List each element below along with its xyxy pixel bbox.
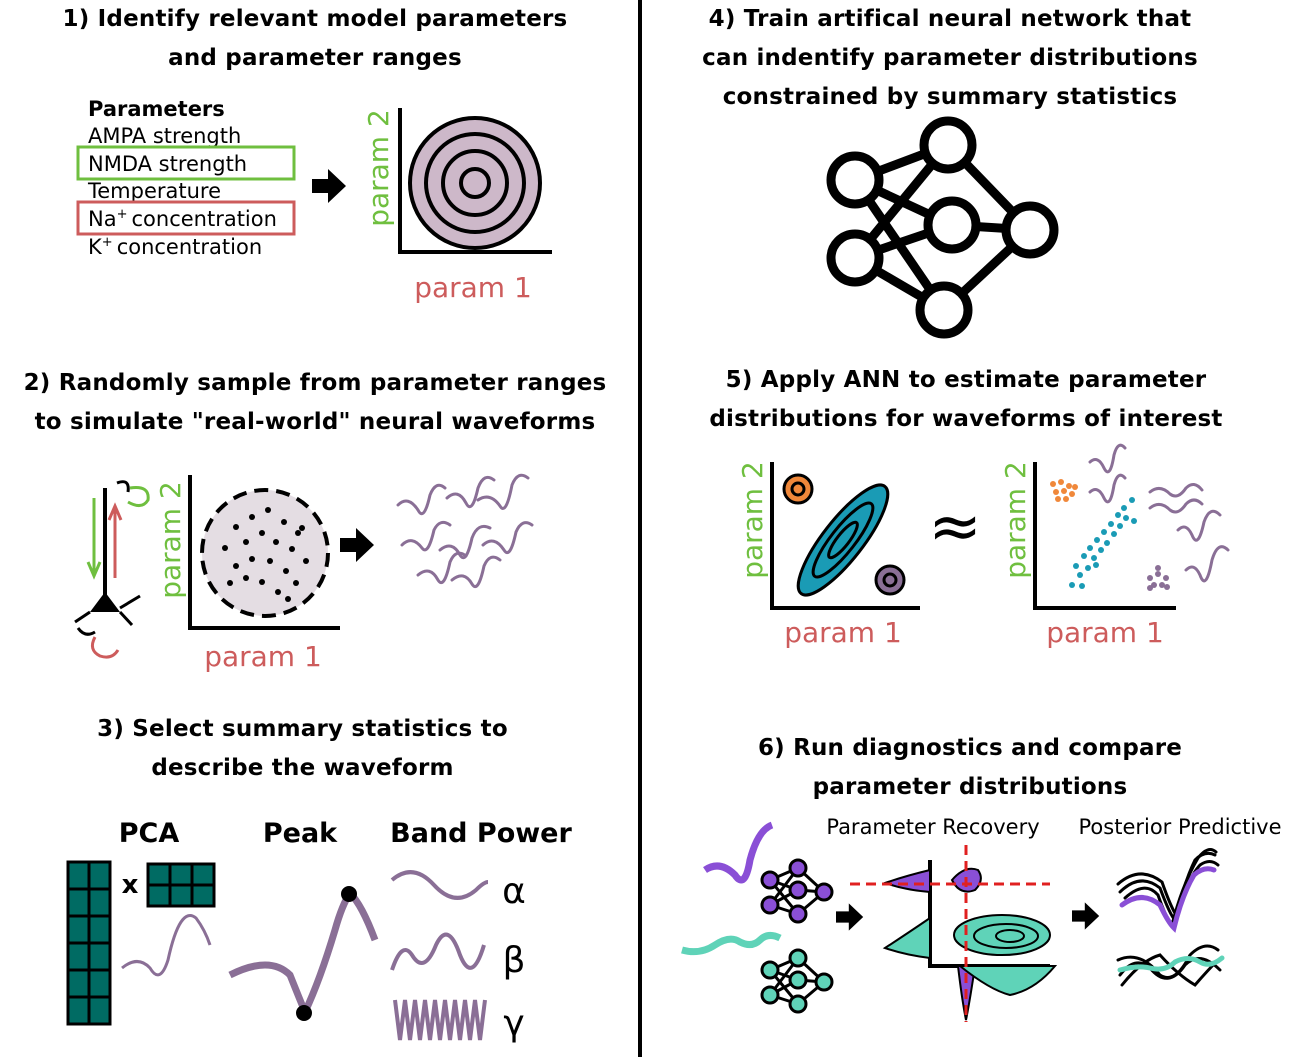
param-na: Na+concentration: [88, 207, 277, 231]
parameter-recovery-plot: [850, 845, 1058, 1022]
prior-region: [200, 488, 330, 618]
x-axis-label: param 1: [204, 640, 322, 673]
mini-network-purple: [760, 858, 834, 924]
contour-ring: [459, 167, 491, 199]
x-axis-label: param 1: [1046, 616, 1164, 649]
orange-samples: [1050, 479, 1078, 502]
neural-network-icon: [826, 116, 1059, 339]
mini-network-teal: [760, 948, 834, 1014]
purple-waveform: [703, 821, 774, 884]
teal-samples: [1069, 497, 1137, 589]
x-axis-label: param 1: [414, 271, 532, 304]
band-waves: [390, 870, 489, 1041]
y-axis-label: param 2: [362, 109, 395, 227]
pca-label: PCA: [119, 818, 180, 849]
sample-points: [222, 507, 309, 602]
parameter-recovery-label: Parameter Recovery: [826, 815, 1039, 839]
posterior-predictive-plot: [1116, 848, 1225, 987]
step2-heading: 2) Randomly sample from parameter ranges…: [23, 370, 607, 435]
y-axis-label: param 2: [999, 461, 1032, 579]
contour-ring: [408, 116, 542, 250]
contour-ring: [441, 149, 509, 217]
param-k: K+concentration: [88, 235, 262, 259]
parameters-heading: Parameters: [88, 97, 225, 121]
posterior-plot: param 1 param 2: [736, 461, 920, 649]
multiply-sign: x: [122, 870, 139, 900]
arrow-right-icon: [1072, 902, 1100, 930]
approx-symbol: ≈: [928, 490, 982, 564]
prior-contour-plot: param 1 param 2: [362, 108, 552, 304]
pca-matrix-wide: [146, 862, 216, 908]
observed-waveforms: [1088, 443, 1230, 583]
teal-waveform: [681, 931, 782, 956]
arrow-right-icon: [836, 903, 864, 931]
x-axis-label: param 1: [784, 616, 902, 649]
band-power-label: Band Power: [390, 818, 572, 849]
pca-matrix-tall: [66, 860, 112, 1026]
gamma-symbol: γ: [503, 1003, 524, 1044]
parameter-list: Parameters AMPA strength NMDA strength T…: [76, 97, 296, 259]
arrow-right-icon: [340, 528, 374, 562]
arrow-right-icon: [312, 169, 346, 203]
pca-waveform: [121, 914, 212, 977]
contour-ring: [424, 132, 526, 234]
y-axis-label: param 2: [154, 481, 187, 599]
na-highlight-box: [76, 200, 296, 236]
nmda-highlight-box: [76, 145, 296, 181]
purple-samples: [1147, 565, 1170, 591]
neuron-icon: [74, 480, 150, 659]
simulated-waveforms: [396, 473, 534, 589]
param-nmda: NMDA strength: [88, 152, 247, 176]
param-temperature: Temperature: [87, 179, 221, 203]
y-axis-label: param 2: [736, 461, 769, 579]
posterior-predictive-label: Posterior Predictive: [1079, 815, 1282, 839]
peak-label: Peak: [263, 818, 338, 849]
peak-waveform: [228, 886, 379, 1021]
alpha-symbol: α: [502, 871, 526, 912]
sample-scatter-plot: param 1 param 2: [999, 461, 1176, 649]
column-divider: [638, 0, 642, 1057]
sampling-plot: param 1 param 2: [154, 475, 340, 673]
param-ampa: AMPA strength: [88, 124, 241, 148]
beta-symbol: β: [503, 940, 526, 981]
